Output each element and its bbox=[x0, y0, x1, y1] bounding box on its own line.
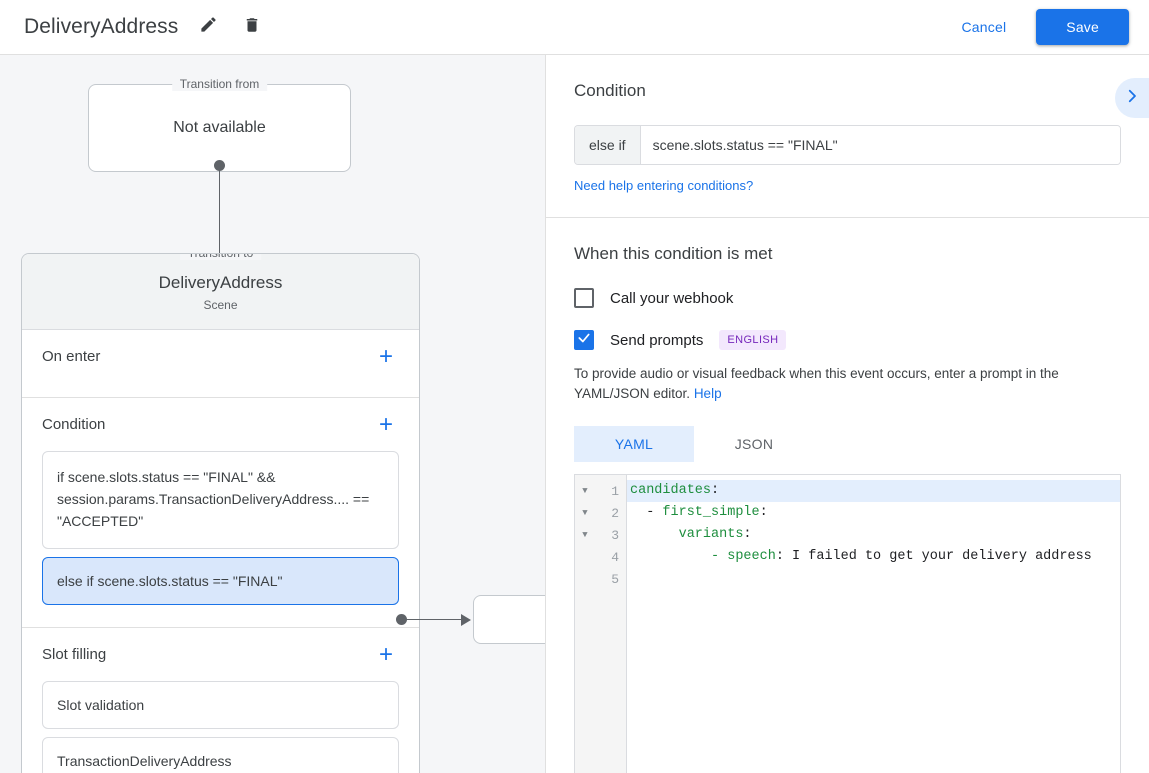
condition-expression-input[interactable]: scene.slots.status == "FINAL" bbox=[640, 126, 1120, 164]
section-on-enter: On enter + bbox=[22, 330, 419, 398]
code-indent bbox=[630, 549, 711, 564]
code-indent bbox=[630, 505, 646, 520]
connector-arrowhead-right bbox=[461, 614, 471, 626]
language-badge: ENGLISH bbox=[719, 330, 787, 350]
details-panel: Condition else if scene.slots.status == … bbox=[546, 55, 1149, 773]
connector-dot-condition bbox=[396, 614, 407, 625]
condition-heading: Condition bbox=[574, 81, 646, 100]
connector-line-vertical bbox=[219, 165, 220, 261]
call-webhook-checkbox[interactable] bbox=[574, 288, 594, 308]
section-slot-filling: Slot filling + Slot validation Transacti… bbox=[22, 628, 419, 773]
code-line[interactable]: - first_simple: bbox=[627, 502, 1120, 524]
code-dash: - bbox=[646, 505, 663, 520]
list-item[interactable]: else if scene.slots.status == "FINAL" bbox=[42, 557, 399, 605]
edit-button[interactable] bbox=[194, 13, 222, 41]
line-number: 2 bbox=[611, 505, 619, 521]
transition-from-card[interactable]: Transition from Not available bbox=[88, 77, 351, 172]
section-header-slot-filling: Slot filling + bbox=[42, 628, 399, 681]
code-key: candidates bbox=[630, 483, 712, 498]
line-number: 1 bbox=[611, 483, 619, 499]
code-line[interactable]: candidates: bbox=[627, 480, 1120, 502]
code-colon: : bbox=[743, 527, 752, 542]
editor-code-area[interactable]: candidates: - first_simple: variants: - … bbox=[627, 475, 1120, 773]
gutter-line[interactable]: ▼ 3 bbox=[575, 524, 626, 546]
transition-to-legend: Transition to bbox=[179, 254, 262, 260]
when-met-heading: When this condition is met bbox=[574, 244, 773, 263]
code-key: speech bbox=[727, 549, 776, 564]
section-condition: Condition + if scene.slots.status == "FI… bbox=[22, 398, 419, 628]
scene-name: DeliveryAddress bbox=[158, 273, 283, 292]
delete-button[interactable] bbox=[238, 13, 266, 41]
list-item[interactable]: TransactionDeliveryAddress bbox=[42, 737, 399, 773]
save-button[interactable]: Save bbox=[1036, 9, 1129, 45]
section-title-condition: Condition bbox=[42, 416, 106, 433]
condition-help-link[interactable]: Need help entering conditions? bbox=[574, 178, 754, 193]
target-node-card[interactable] bbox=[473, 595, 545, 644]
trash-icon bbox=[243, 16, 261, 39]
line-number: 3 bbox=[611, 527, 619, 543]
pencil-icon bbox=[199, 15, 218, 39]
when-condition-met-section: When this condition is met Call your web… bbox=[546, 218, 1149, 773]
cancel-button[interactable]: Cancel bbox=[961, 19, 1007, 35]
fold-triangle-icon[interactable]: ▼ bbox=[582, 486, 588, 496]
app-header: DeliveryAddress Cancel Save bbox=[0, 0, 1149, 55]
gutter-line[interactable]: ▼ 1 bbox=[575, 480, 626, 502]
section-title-on-enter: On enter bbox=[42, 348, 101, 365]
gutter-line[interactable]: 5 bbox=[575, 568, 626, 590]
section-header-on-enter: On enter + bbox=[42, 330, 399, 383]
code-key: first_simple bbox=[662, 505, 760, 520]
condition-section: Condition else if scene.slots.status == … bbox=[546, 55, 1149, 218]
send-prompts-row[interactable]: Send prompts ENGLISH bbox=[574, 330, 1121, 350]
scene-header[interactable]: DeliveryAddress Scene bbox=[22, 254, 419, 330]
editor-gutter: ▼ 1 ▼ 2 ▼ 3 4 bbox=[575, 475, 627, 773]
check-icon bbox=[577, 331, 591, 350]
line-number: 5 bbox=[611, 571, 619, 587]
fold-triangle-icon[interactable]: ▼ bbox=[582, 530, 588, 540]
scene-type: Scene bbox=[203, 298, 238, 312]
flow-canvas: Transition from Not available Transition… bbox=[0, 55, 546, 773]
line-number: 4 bbox=[611, 549, 619, 565]
chevron-right-icon bbox=[1123, 87, 1141, 110]
prompts-hint-text: To provide audio or visual feedback when… bbox=[574, 364, 1121, 404]
code-colon: : bbox=[775, 549, 784, 564]
code-value: I failed to get your delivery address bbox=[783, 549, 1092, 564]
gutter-line[interactable]: 4 bbox=[575, 546, 626, 568]
editor-format-tabs: YAML JSON bbox=[574, 426, 1121, 462]
code-indent bbox=[630, 527, 679, 542]
code-dash: - bbox=[711, 549, 728, 564]
tab-yaml[interactable]: YAML bbox=[574, 426, 694, 462]
send-prompts-checkbox[interactable] bbox=[574, 330, 594, 350]
tab-json[interactable]: JSON bbox=[734, 436, 774, 452]
add-condition-button[interactable]: + bbox=[378, 410, 393, 438]
code-line[interactable]: variants: bbox=[627, 524, 1120, 546]
code-colon: : bbox=[711, 483, 720, 498]
expand-panel-button[interactable] bbox=[1115, 78, 1149, 118]
page-title: DeliveryAddress bbox=[24, 15, 179, 38]
list-item[interactable]: if scene.slots.status == "FINAL" && sess… bbox=[42, 451, 399, 549]
transition-to-card: Transition to DeliveryAddress Scene On e… bbox=[21, 253, 420, 773]
send-prompts-label: Send prompts bbox=[610, 331, 704, 349]
gutter-line[interactable]: ▼ 2 bbox=[575, 502, 626, 524]
code-line[interactable]: - speech: I failed to get your delivery … bbox=[627, 546, 1120, 568]
code-key: variants bbox=[678, 527, 744, 542]
code-line[interactable] bbox=[627, 568, 1120, 590]
condition-prefix-label: else if bbox=[575, 126, 641, 164]
list-item[interactable]: Slot validation bbox=[42, 681, 399, 729]
connector-line-horizontal bbox=[406, 619, 464, 620]
prompts-help-link[interactable]: Help bbox=[693, 386, 722, 401]
condition-input-group[interactable]: else if scene.slots.status == "FINAL" bbox=[574, 125, 1121, 165]
section-header-condition: Condition + bbox=[42, 398, 399, 451]
add-on-enter-button[interactable]: + bbox=[378, 342, 393, 370]
call-webhook-label: Call your webhook bbox=[610, 289, 734, 307]
add-slot-filling-button[interactable]: + bbox=[378, 640, 393, 668]
section-title-slot-filling: Slot filling bbox=[42, 646, 107, 663]
webhook-row[interactable]: Call your webhook bbox=[574, 288, 1121, 308]
transition-from-legend: Transition from bbox=[171, 77, 268, 91]
prompts-hint-body: To provide audio or visual feedback when… bbox=[574, 366, 1059, 401]
transition-from-value: Not available bbox=[173, 119, 266, 136]
code-colon: : bbox=[759, 505, 768, 520]
yaml-editor[interactable]: ▼ 1 ▼ 2 ▼ 3 4 bbox=[574, 474, 1121, 773]
fold-triangle-icon[interactable]: ▼ bbox=[582, 508, 588, 518]
